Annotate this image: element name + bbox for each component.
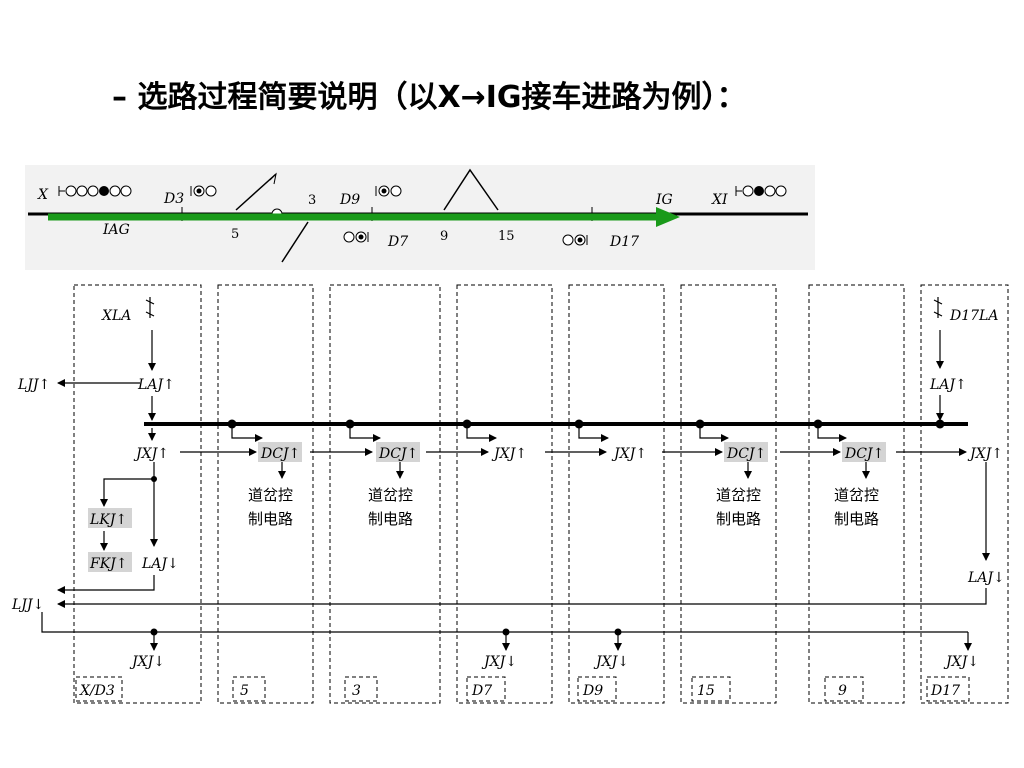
relay-jxj-down-d17: JXJ↓ xyxy=(943,654,979,670)
relay-jxj-up-d9: JXJ↑ xyxy=(611,446,647,462)
relay-dcj-5: DCJ↑ xyxy=(260,446,300,462)
note-5-line2: 制电路 xyxy=(248,510,293,528)
label-d17: D17 xyxy=(609,234,639,250)
relay-highlights xyxy=(88,442,886,572)
column-label-boxes xyxy=(75,676,970,702)
relay-laj-down-right: LAJ↓ xyxy=(967,570,1005,586)
column-label-3: 3 xyxy=(352,683,361,699)
route-arrow xyxy=(48,207,680,227)
note-15-line2: 制电路 xyxy=(716,510,761,528)
track-layout: X D3 3 D9 IG XI IAG 5 D7 9 15 D17 xyxy=(25,165,815,270)
relay-lkj-up: LKJ↑ xyxy=(89,512,127,528)
signal-xi xyxy=(735,185,787,197)
label-ig: IG xyxy=(655,192,673,208)
note-15-line1: 道岔控 xyxy=(716,486,761,504)
note-3-line1: 道岔控 xyxy=(368,486,413,504)
column-label-d7: D7 xyxy=(471,683,492,699)
relay-ljj-down: LJJ↓ xyxy=(11,597,44,613)
signal-d3 xyxy=(190,185,217,197)
column-label-15: 15 xyxy=(697,683,715,699)
label-3: 3 xyxy=(308,193,316,208)
relay-jxj-down-d7: JXJ↓ xyxy=(481,654,517,670)
signal-d7 xyxy=(343,231,369,243)
label-x: X xyxy=(37,187,49,203)
relay-ljj-up: LJJ↑ xyxy=(17,377,50,393)
junction-dots xyxy=(150,419,945,636)
label-d7: D7 xyxy=(387,234,408,250)
relay-dcj-15: DCJ↑ xyxy=(726,446,766,462)
note-9-line2: 制电路 xyxy=(834,510,879,528)
relay-fkj-up: FKJ↑ xyxy=(89,556,128,572)
label-15: 15 xyxy=(498,229,515,244)
label-d3: D3 xyxy=(163,191,184,207)
note-5-line1: 道岔控 xyxy=(248,486,293,504)
relay-wiring xyxy=(41,297,990,651)
column-label-d17: D17 xyxy=(930,683,960,699)
relay-laj-up-left: LAJ↑ xyxy=(137,377,175,393)
signal-d9 xyxy=(375,185,402,197)
signal-x xyxy=(58,185,132,197)
signal-d17 xyxy=(562,234,588,246)
button-d17la: D17LA xyxy=(949,308,998,324)
label-iag: IAG xyxy=(102,222,130,238)
page-title: – 选路过程简要说明（以X→IG接车进路为例）： xyxy=(112,80,747,115)
relay-labels: XLA D17LA LJJ↑ LAJ↑ LAJ↑ JXJ↑ DCJ↑ DCJ↑ … xyxy=(11,308,1005,670)
button-xla: XLA xyxy=(101,308,131,324)
column-label-5: 5 xyxy=(240,683,249,699)
relay-laj-down-left: LAJ↓ xyxy=(141,556,179,572)
note-9-line1: 道岔控 xyxy=(834,486,879,504)
label-d9: D9 xyxy=(339,192,360,208)
relay-jxj-up-xd3: JXJ↑ xyxy=(133,446,169,462)
relay-jxj-down-xd3: JXJ↓ xyxy=(129,654,165,670)
relay-laj-up-right: LAJ↑ xyxy=(929,377,967,393)
note-3-line2: 制电路 xyxy=(368,510,413,528)
relay-jxj-up-d7: JXJ↑ xyxy=(491,446,527,462)
column-label-9: 9 xyxy=(838,683,847,699)
label-5: 5 xyxy=(231,227,239,242)
label-xi: XI xyxy=(711,192,728,208)
label-9: 9 xyxy=(440,229,448,244)
relay-jxj-down-d9: JXJ↓ xyxy=(593,654,629,670)
column-label-d9: D9 xyxy=(582,683,603,699)
column-labels: X/D3 5 3 D7 D9 15 9 D17 xyxy=(79,683,960,699)
relay-dcj-9: DCJ↑ xyxy=(844,446,884,462)
relay-jxj-up-d17: JXJ↑ xyxy=(967,446,1003,462)
relay-dcj-3: DCJ↑ xyxy=(378,446,418,462)
column-label-x-d3: X/D3 xyxy=(79,683,115,699)
column-boxes xyxy=(73,284,1009,704)
